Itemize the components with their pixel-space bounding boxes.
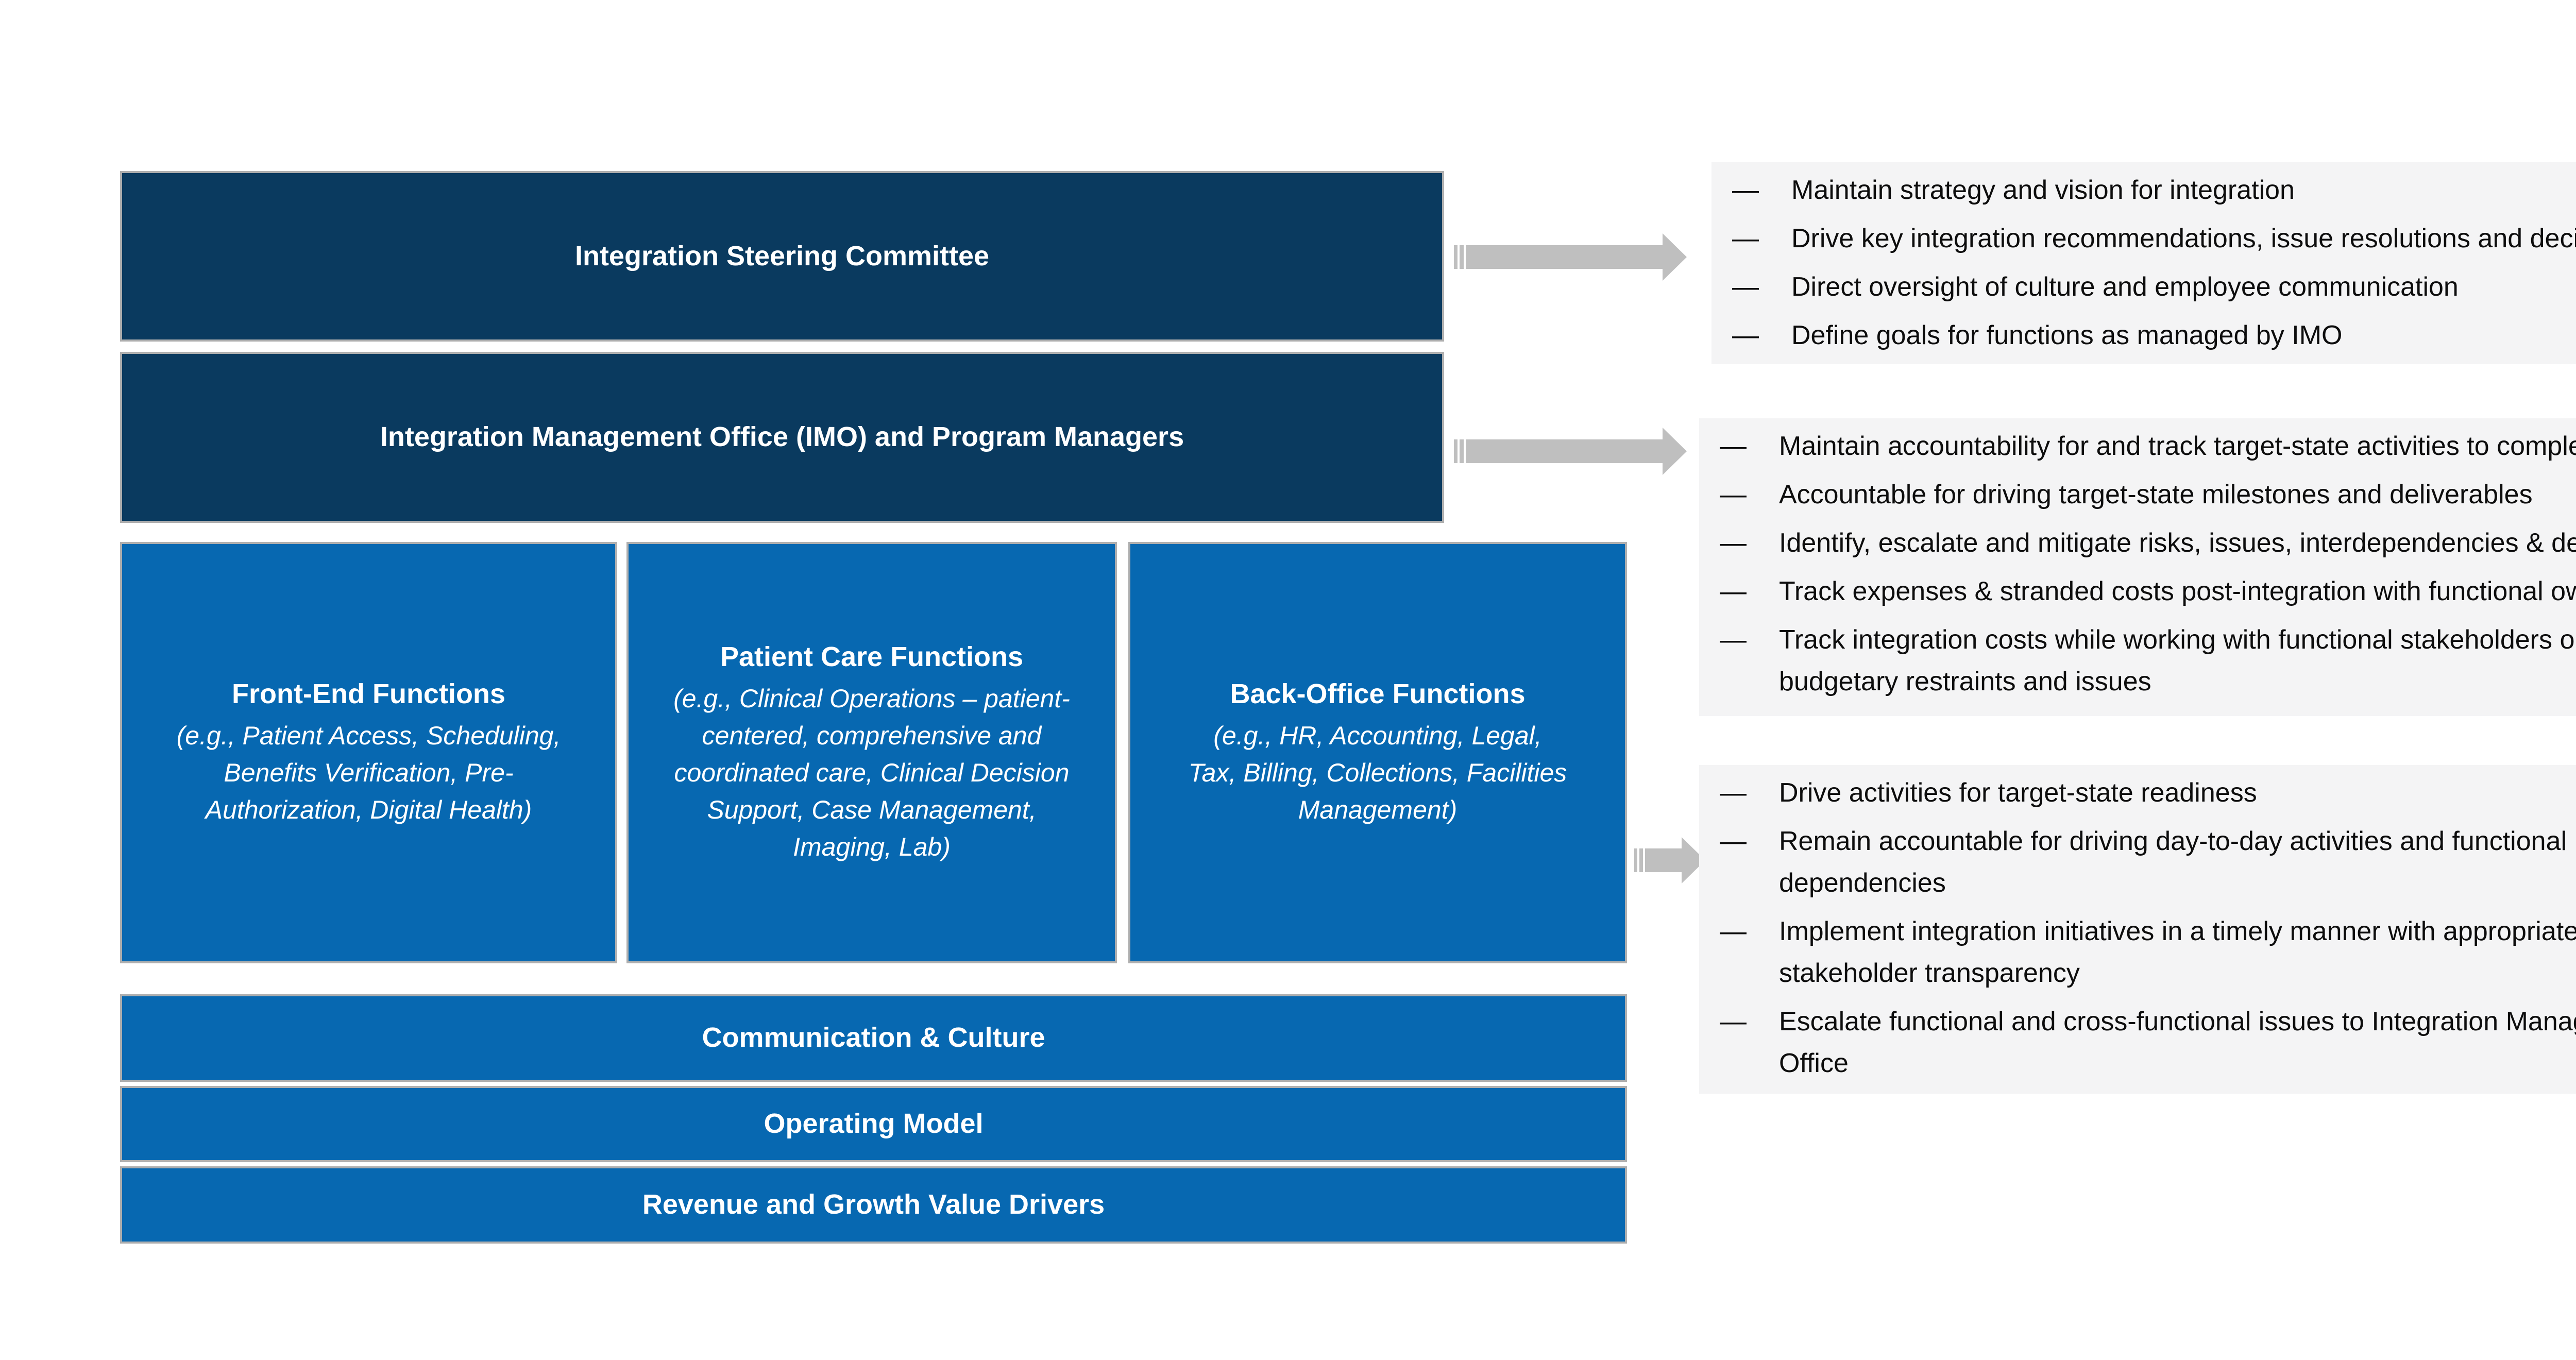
imo-label: Integration Management Office (IMO) and … xyxy=(380,421,1184,453)
imo-responsibilities-panel: — Maintain accountability for and track … xyxy=(1699,418,2576,716)
list-item: — Track integration costs while working … xyxy=(1720,619,2576,703)
arrow-stripe xyxy=(1460,245,1464,269)
back-office-functions-box: Back-Office Functions (e.g., HR, Account… xyxy=(1128,542,1627,963)
list-item: — Drive key integration recommendations,… xyxy=(1732,218,2576,260)
arrow-body xyxy=(1645,848,1682,872)
bullet-text: Track expenses & stranded costs post-int… xyxy=(1779,576,2576,606)
imo-box: Integration Management Office (IMO) and … xyxy=(120,352,1444,523)
list-item: — Maintain strategy and vision for integ… xyxy=(1732,169,2576,211)
list-item: — Track expenses & stranded costs post-i… xyxy=(1720,571,2576,613)
bullet-dash: — xyxy=(1732,320,1759,350)
bullet-dash: — xyxy=(1720,528,1747,558)
list-item: — Accountable for driving target-state m… xyxy=(1720,474,2576,516)
arrow-head xyxy=(1663,233,1687,281)
arrow-stripe xyxy=(1460,439,1464,463)
bullet-dash: — xyxy=(1720,1007,1747,1036)
arrow-body xyxy=(1466,245,1663,269)
list-item: — Implement integration initiatives in a… xyxy=(1720,911,2576,994)
steering-committee-label: Integration Steering Committee xyxy=(574,240,990,271)
operating-model-label: Operating Model xyxy=(764,1108,984,1140)
bullet-text: Accountable for driving target-state mil… xyxy=(1779,480,2533,509)
revenue-growth-label: Revenue and Growth Value Drivers xyxy=(642,1189,1105,1220)
front-end-functions-box: Front-End Functions (e.g., Patient Acces… xyxy=(120,542,617,963)
steering-responsibilities-panel: — Maintain strategy and vision for integ… xyxy=(1711,162,2576,364)
patient-care-functions-title: Patient Care Functions xyxy=(720,641,1024,673)
bullet-dash: — xyxy=(1720,778,1747,808)
front-end-functions-title: Front-End Functions xyxy=(232,678,505,710)
arrow-stripe xyxy=(1454,439,1458,463)
arrow-stripe xyxy=(1634,848,1637,872)
list-item: — Remain accountable for driving day-to-… xyxy=(1720,821,2576,904)
communication-culture-label: Communication & Culture xyxy=(702,1022,1045,1053)
arrow-body xyxy=(1466,439,1663,463)
bullet-text: Identify, escalate and mitigate risks, i… xyxy=(1779,528,2576,558)
bullet-list: — Maintain accountability for and track … xyxy=(1720,426,2576,703)
bullet-dash: — xyxy=(1720,625,1747,655)
bullet-text: Direct oversight of culture and employee… xyxy=(1791,272,2459,302)
functions-striped-arrow-icon xyxy=(1634,837,1705,883)
bullet-dash: — xyxy=(1720,826,1747,856)
revenue-growth-bar: Revenue and Growth Value Drivers xyxy=(120,1166,1627,1244)
front-end-functions-detail: (e.g., Patient Access, Scheduling, Benef… xyxy=(176,721,561,824)
list-item: — Drive activities for target-state read… xyxy=(1720,772,2576,814)
operating-model-bar: Operating Model xyxy=(120,1086,1627,1162)
steering-committee-box: Integration Steering Committee xyxy=(120,171,1444,342)
bullet-text: Escalate functional and cross-functional… xyxy=(1779,1007,2576,1078)
bullet-dash: — xyxy=(1720,431,1747,461)
bullet-dash: — xyxy=(1732,272,1759,302)
bullet-text: Implement integration initiatives in a t… xyxy=(1779,916,2576,988)
arrow-stripe xyxy=(1454,245,1458,269)
arrow-stripe xyxy=(1639,848,1643,872)
bullet-text: Drive key integration recommendations, i… xyxy=(1791,224,2576,253)
bullet-list: — Drive activities for target-state read… xyxy=(1720,772,2576,1084)
list-item: — Maintain accountability for and track … xyxy=(1720,426,2576,467)
bullet-text: Drive activities for target-state readin… xyxy=(1779,778,2257,808)
bullet-dash: — xyxy=(1720,576,1747,606)
patient-care-functions-detail: (e.g., Clinical Operations – patient- ce… xyxy=(673,684,1070,861)
list-item: — Direct oversight of culture and employ… xyxy=(1732,266,2576,308)
bullet-dash: — xyxy=(1732,224,1759,253)
bullet-text: Track integration costs while working wi… xyxy=(1779,625,2576,696)
list-item: — Identify, escalate and mitigate risks,… xyxy=(1720,522,2576,564)
steering-striped-arrow-icon xyxy=(1454,233,1699,281)
bullet-dash: — xyxy=(1720,480,1747,509)
functions-responsibilities-panel: — Drive activities for target-state read… xyxy=(1699,765,2576,1094)
bullet-text: Maintain accountability for and track ta… xyxy=(1779,431,2576,461)
bullet-dash: — xyxy=(1732,175,1759,205)
list-item: — Escalate functional and cross-function… xyxy=(1720,1001,2576,1084)
imo-striped-arrow-icon xyxy=(1454,428,1699,475)
back-office-functions-detail: (e.g., HR, Accounting, Legal, Tax, Billi… xyxy=(1188,721,1567,824)
bullet-text: Maintain strategy and vision for integra… xyxy=(1791,175,2295,205)
bullet-text: Remain accountable for driving day-to-da… xyxy=(1779,826,2567,898)
patient-care-functions-box: Patient Care Functions (e.g., Clinical O… xyxy=(626,542,1117,963)
bullet-text: Define goals for functions as managed by… xyxy=(1791,320,2343,350)
arrow-head xyxy=(1663,428,1687,475)
communication-culture-bar: Communication & Culture xyxy=(120,994,1627,1082)
list-item: — Define goals for functions as managed … xyxy=(1732,315,2576,356)
bullet-dash: — xyxy=(1720,916,1747,946)
bullet-list: — Maintain strategy and vision for integ… xyxy=(1732,169,2576,356)
back-office-functions-title: Back-Office Functions xyxy=(1230,678,1526,710)
